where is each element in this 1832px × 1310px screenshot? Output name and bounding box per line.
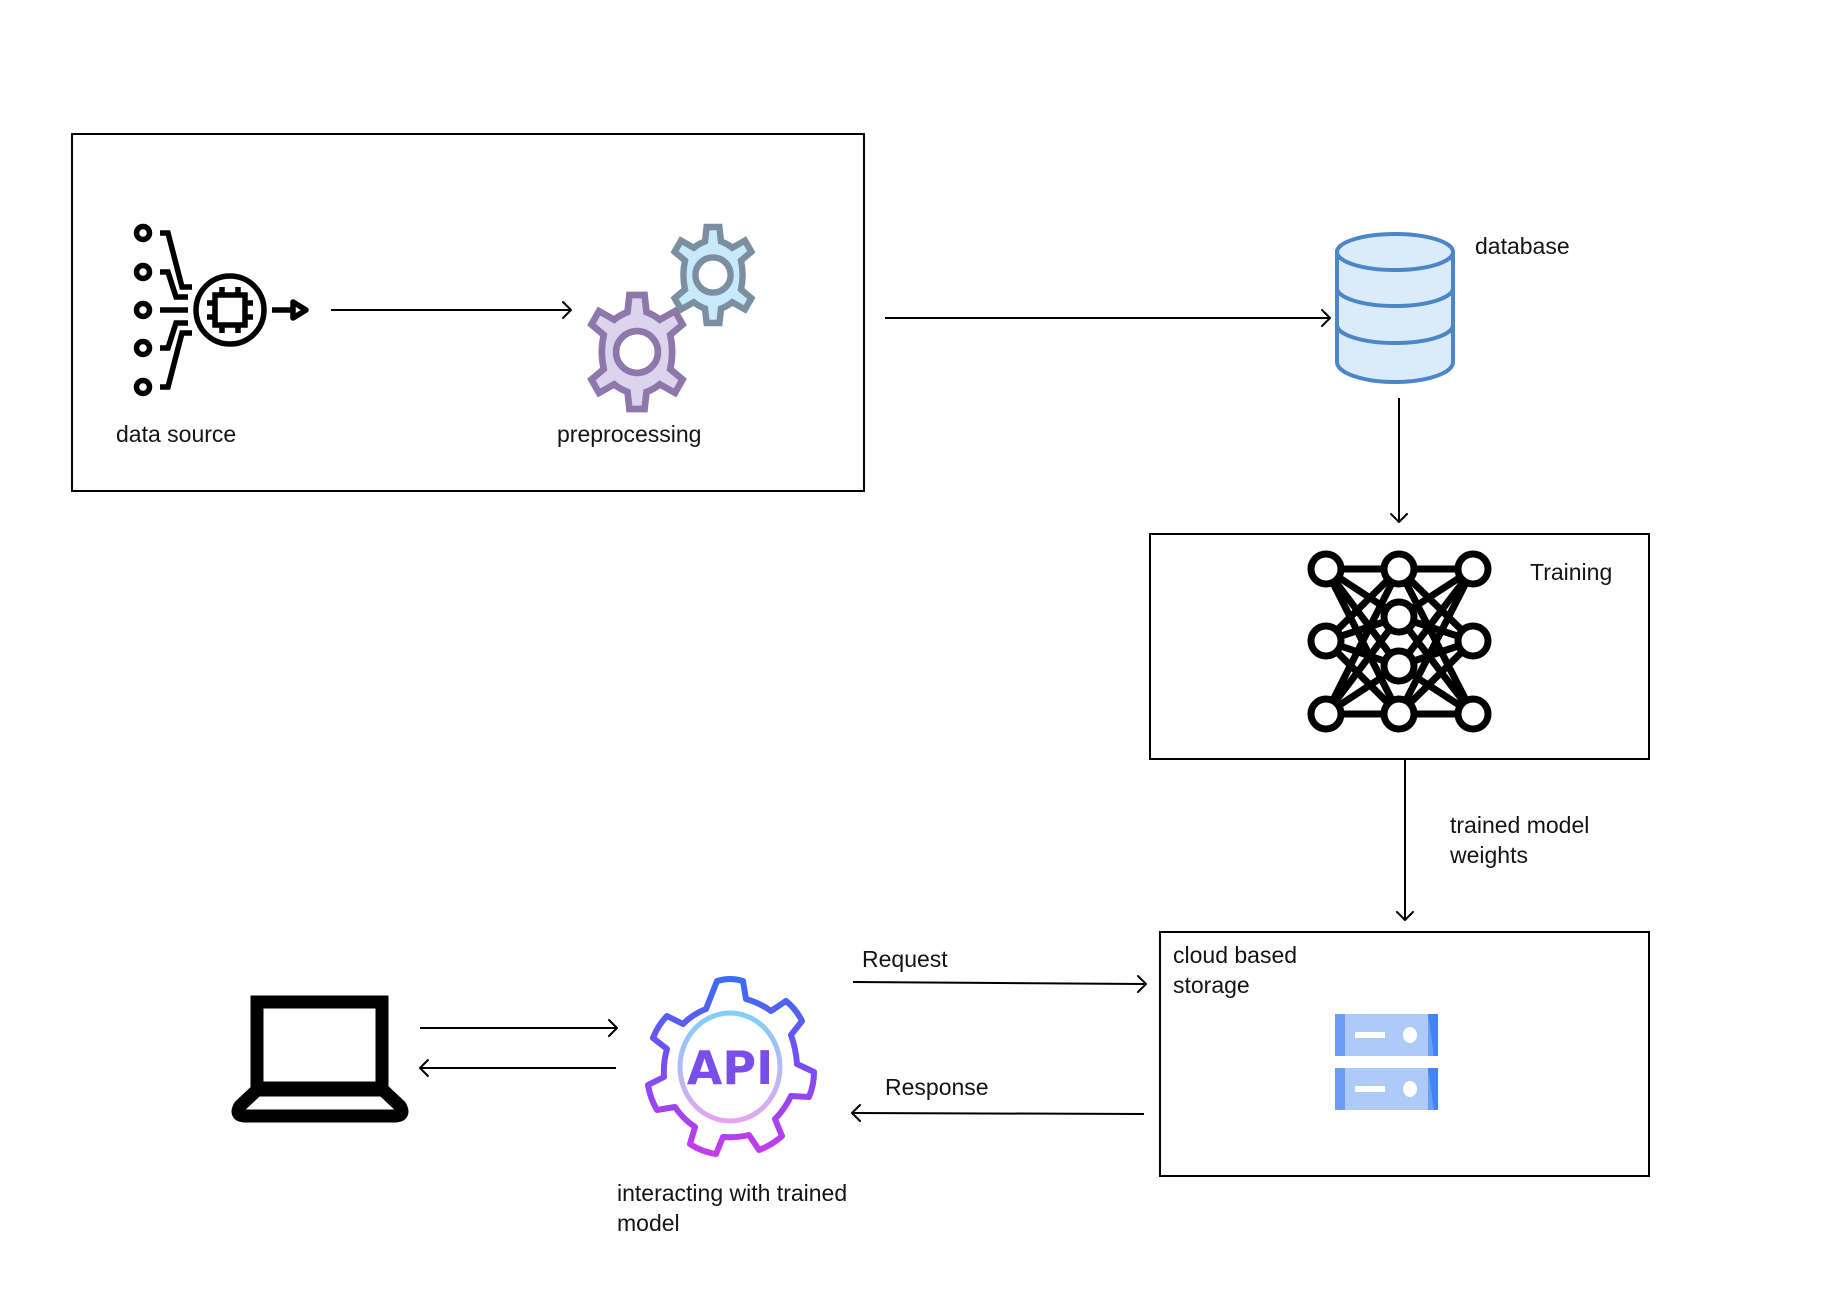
preprocessing-label: preprocessing	[557, 421, 702, 447]
training-box	[1149, 533, 1650, 760]
data-source-chip-icon	[133, 223, 309, 397]
neural-network-icon	[1307, 550, 1492, 733]
arrow-preprocessing-to-database	[885, 309, 1331, 327]
arrow-training-to-storage	[1396, 760, 1414, 921]
gear-purple-icon	[591, 295, 682, 409]
api-label-line2: model	[617, 1210, 680, 1236]
api-icon-text: API	[687, 1041, 773, 1095]
server-storage-icon	[1335, 1014, 1438, 1110]
request-label: Request	[862, 946, 948, 972]
data-source-label: data source	[116, 421, 237, 447]
server-unit-top	[1335, 1014, 1438, 1056]
arrow-database-to-training	[1390, 398, 1408, 523]
laptop-icon	[231, 995, 409, 1123]
gear-blue-icon	[675, 227, 752, 323]
arrow-data-source-to-preprocessing	[331, 301, 572, 319]
database-label: database	[1475, 233, 1570, 259]
storage-label-line2: storage	[1173, 972, 1250, 998]
api-gear-icon: API	[645, 976, 817, 1157]
arrow-api-to-client	[419, 1059, 616, 1077]
trained-weights-label-line1: trained model	[1450, 812, 1590, 838]
api-label-line1: interacting with trained	[617, 1180, 848, 1206]
response-label: Response	[885, 1074, 989, 1100]
database-icon	[1335, 232, 1455, 384]
trained-weights-label-line2: weights	[1450, 842, 1528, 868]
arrow-client-to-api	[420, 1019, 618, 1037]
storage-label-line1: cloud based	[1173, 942, 1298, 968]
arrow-response	[851, 1104, 1145, 1122]
server-unit-bottom	[1335, 1068, 1438, 1110]
cloud-storage-box	[1159, 931, 1650, 1177]
training-label: Training	[1530, 559, 1613, 585]
gears-icon	[570, 218, 770, 418]
ingestion-group-box	[71, 133, 865, 492]
arrow-request	[852, 975, 1147, 993]
